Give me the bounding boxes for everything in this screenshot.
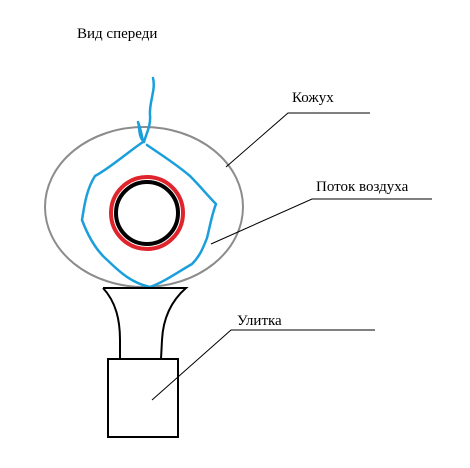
rotor-ring	[109, 175, 185, 251]
snail-label: Улитка	[237, 313, 282, 329]
snail-nozzle	[102, 287, 189, 360]
airflow-leader-line	[210, 198, 432, 245]
casing-ellipse	[44, 126, 244, 288]
airflow-line	[80, 76, 218, 289]
diagram-title: Вид спереди	[77, 26, 158, 42]
airflow-label: Поток воздуха	[316, 179, 409, 195]
snail-leader-line	[151, 329, 375, 401]
casing-leader-line	[225, 112, 370, 168]
hub-circle	[114, 180, 180, 246]
snail-box	[107, 358, 179, 438]
casing-label: Кожух	[292, 90, 334, 106]
